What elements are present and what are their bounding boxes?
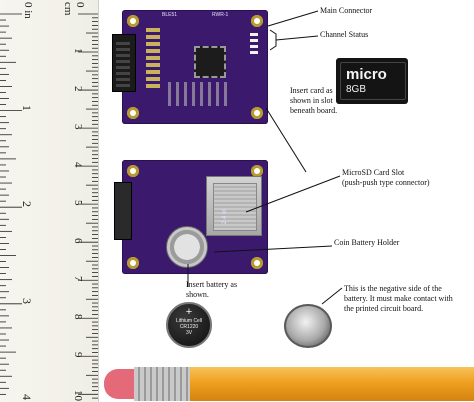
board-back: 2.4 in — [114, 160, 268, 274]
cm-number: 6 — [72, 238, 84, 244]
sdcard-brand: micro — [346, 66, 387, 83]
label-channel-status: Channel Status — [320, 30, 369, 39]
mount-hole — [127, 257, 139, 269]
coin-battery-negative-side — [284, 304, 332, 348]
cm-number: 10 — [72, 390, 84, 402]
pencil — [104, 362, 474, 402]
label-negative-side: This is the negative side of the battery… — [344, 284, 453, 313]
pin-header — [146, 28, 160, 88]
main-connector — [112, 34, 136, 92]
cm-number: 5 — [72, 200, 84, 206]
cm-number: 4 — [72, 162, 84, 168]
battery-line2: CR1220 — [179, 324, 199, 330]
microsd-slot — [206, 176, 262, 236]
coin-battery-label-side: + Lithium Cell CR1220 3V — [166, 302, 212, 348]
mount-hole — [127, 165, 139, 177]
inch-zero-label: 0 in — [22, 2, 34, 19]
mount-hole — [127, 107, 139, 119]
inch-number: 3 — [20, 297, 34, 304]
board-front: BLE51 RWR-1 — [112, 10, 268, 124]
microsd-card: micro 8GB — [336, 58, 408, 104]
back-connector — [114, 182, 132, 240]
label-insert-battery: Insert battery as shown. — [186, 280, 238, 299]
battery-line1: Lithium Cell — [175, 318, 203, 324]
pencil-eraser — [104, 369, 136, 399]
mount-hole — [251, 107, 263, 119]
inch-number: 2 — [20, 201, 34, 208]
battery-plus: + — [185, 306, 193, 318]
battery-line3: 3V — [185, 330, 193, 336]
mount-hole — [251, 165, 263, 177]
ruler-ticks — [0, 13, 98, 399]
microcontroller-chip — [194, 46, 226, 78]
ruler: 0 in 0 cm 1 2 3 4 1 2 3 4 5 6 7 8 9 10 — [0, 0, 99, 402]
silk-label: BLE51 — [162, 12, 178, 18]
cm-number: 1 — [72, 48, 84, 54]
inch-number: 4 — [20, 394, 34, 401]
sdcard-capacity: 8GB — [346, 84, 367, 95]
cm-number: 2 — [72, 86, 84, 92]
cm-zero-label: 0 cm — [62, 2, 86, 16]
mount-hole — [251, 15, 263, 27]
smd-components — [168, 82, 228, 106]
cm-number: 3 — [72, 124, 84, 130]
mount-hole — [127, 15, 139, 27]
silk-scale-label: 2.4 in — [222, 209, 228, 224]
label-insert-card: Insert card as shown in slot beneath boa… — [290, 86, 338, 115]
mount-hole — [251, 257, 263, 269]
label-coin-battery-holder: Coin Battery Holder — [334, 238, 400, 247]
inch-number: 1 — [20, 104, 34, 111]
pencil-ferrule — [134, 367, 190, 401]
coin-battery-holder — [166, 226, 208, 268]
cm-number: 7 — [72, 276, 84, 282]
label-main-connector: Main Connector — [320, 6, 373, 15]
label-microsd-slot-title: MicroSD Card Slot — [342, 168, 405, 177]
cm-number: 9 — [72, 352, 84, 358]
label-microsd-slot-sub: (push-push type connector) — [342, 178, 430, 187]
cm-number: 8 — [72, 314, 84, 320]
silk-label: RWR-1 — [212, 12, 229, 18]
channel-status-leds — [250, 30, 258, 54]
pencil-body — [190, 367, 474, 401]
